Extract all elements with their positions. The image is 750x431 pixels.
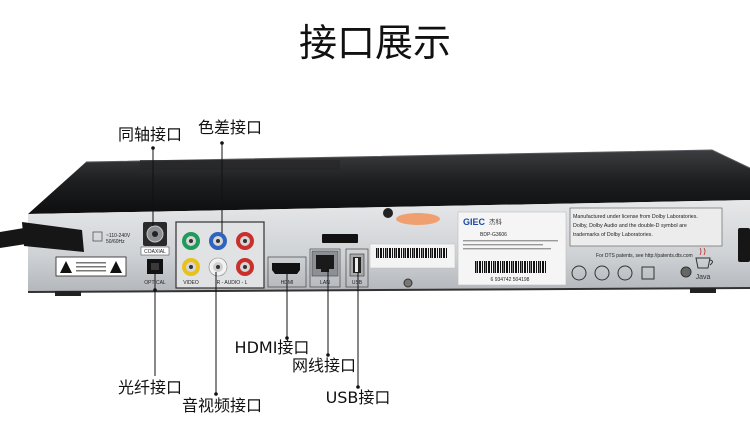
top-vent xyxy=(140,160,340,170)
serial-tag xyxy=(322,234,358,243)
dolby-license-line: trademarks of Dolby Laboratories. xyxy=(573,232,653,238)
rear-panel-bottom-edge xyxy=(27,287,750,293)
player-device: ~110-240V 50/60Hz COAXIAL OPTICAL xyxy=(0,149,750,296)
serial-barcode xyxy=(376,248,448,258)
callout-component-label: 色差接口 xyxy=(198,118,262,137)
callout-coaxial: 同轴接口 xyxy=(118,125,182,226)
callout-hdmi-label: HDMI接口 xyxy=(235,338,310,357)
callout-component: 色差接口 xyxy=(198,118,262,233)
warranty-seal-sticker xyxy=(396,213,440,225)
warning-triangle-icon xyxy=(110,261,122,273)
certification-logo-icon xyxy=(594,265,610,281)
callout-coaxial-label: 同轴接口 xyxy=(118,125,182,144)
callout-hdmi: HDMI接口 xyxy=(235,273,310,357)
model-number: BDP-G3606 xyxy=(480,232,507,238)
usb-port: USB xyxy=(345,248,369,288)
certification-logos xyxy=(571,265,692,281)
coaxial-port: COAXIAL xyxy=(140,222,170,256)
power-frequency-label: 50/60Hz xyxy=(106,239,125,245)
brand-chinese: 杰科 xyxy=(489,217,503,226)
video-yellow-jack xyxy=(182,258,200,276)
usb-label: USB xyxy=(352,280,363,286)
power-inlet-icon xyxy=(92,231,103,242)
ccc-logo-icon xyxy=(571,265,587,281)
warning-triangle-icon xyxy=(60,261,72,273)
component-red-jack xyxy=(236,232,254,250)
license-box: Manufactured under license from Dolby La… xyxy=(569,207,723,247)
dts-license-text: For DTS patents, see http://patents.dts.… xyxy=(596,253,693,259)
lan-label: LAN xyxy=(320,280,330,286)
video-label: VIDEO xyxy=(183,280,199,286)
warning-sticker xyxy=(55,256,127,277)
java-cup-icon xyxy=(695,257,713,269)
callout-av-label: 音视频接口 xyxy=(182,396,262,415)
java-label: Java xyxy=(696,274,711,281)
dolby-license-line: Manufactured under license from Dolby La… xyxy=(573,214,698,220)
coaxial-label: COAXIAL xyxy=(144,249,166,255)
callout-lan-label: 网线接口 xyxy=(292,356,356,375)
screw xyxy=(680,266,692,278)
foot-left xyxy=(55,291,81,296)
certification-logo-icon xyxy=(617,265,633,281)
lan-port: LAN xyxy=(309,248,341,288)
component-green-jack xyxy=(182,232,200,250)
power-cord-cable xyxy=(0,228,26,248)
dolby-license-line: Dolby, Dolby Audio and the double-D symb… xyxy=(573,223,687,229)
foot-right xyxy=(690,288,716,293)
screw xyxy=(403,278,413,288)
brand-logo: GIEC xyxy=(463,217,486,227)
callout-av: 音视频接口 xyxy=(182,272,262,415)
barcode-number: 6 934742 504198 xyxy=(491,277,530,283)
power-voltage-label: ~110-240V xyxy=(106,233,131,239)
top-edge-highlight xyxy=(85,149,750,169)
callout-optical-label: 光纤接口 xyxy=(118,378,182,397)
callout-usb: USB接口 xyxy=(326,272,391,407)
product-barcode xyxy=(474,261,546,273)
audio-white-jack xyxy=(208,257,228,277)
power-cord-plug xyxy=(22,222,84,252)
audio-red-jack xyxy=(236,258,254,276)
av-jack-block: VIDEO R - AUDIO - L xyxy=(175,221,265,289)
java-logo: Java xyxy=(695,247,713,281)
right-cable xyxy=(738,228,750,262)
audio-label: R - AUDIO - L xyxy=(217,280,248,286)
screw xyxy=(383,208,393,218)
callout-lan: 网线接口 xyxy=(292,268,356,375)
recycle-logo-icon xyxy=(641,266,655,280)
callout-optical: 光纤接口 xyxy=(118,270,182,397)
callout-usb-label: USB接口 xyxy=(326,388,391,407)
product-label-sticker: GIEC 杰科 BDP-G3606 6 934742 504198 xyxy=(457,211,567,286)
component-blue-jack xyxy=(209,232,227,250)
page-title: 接口展示 xyxy=(299,21,451,65)
